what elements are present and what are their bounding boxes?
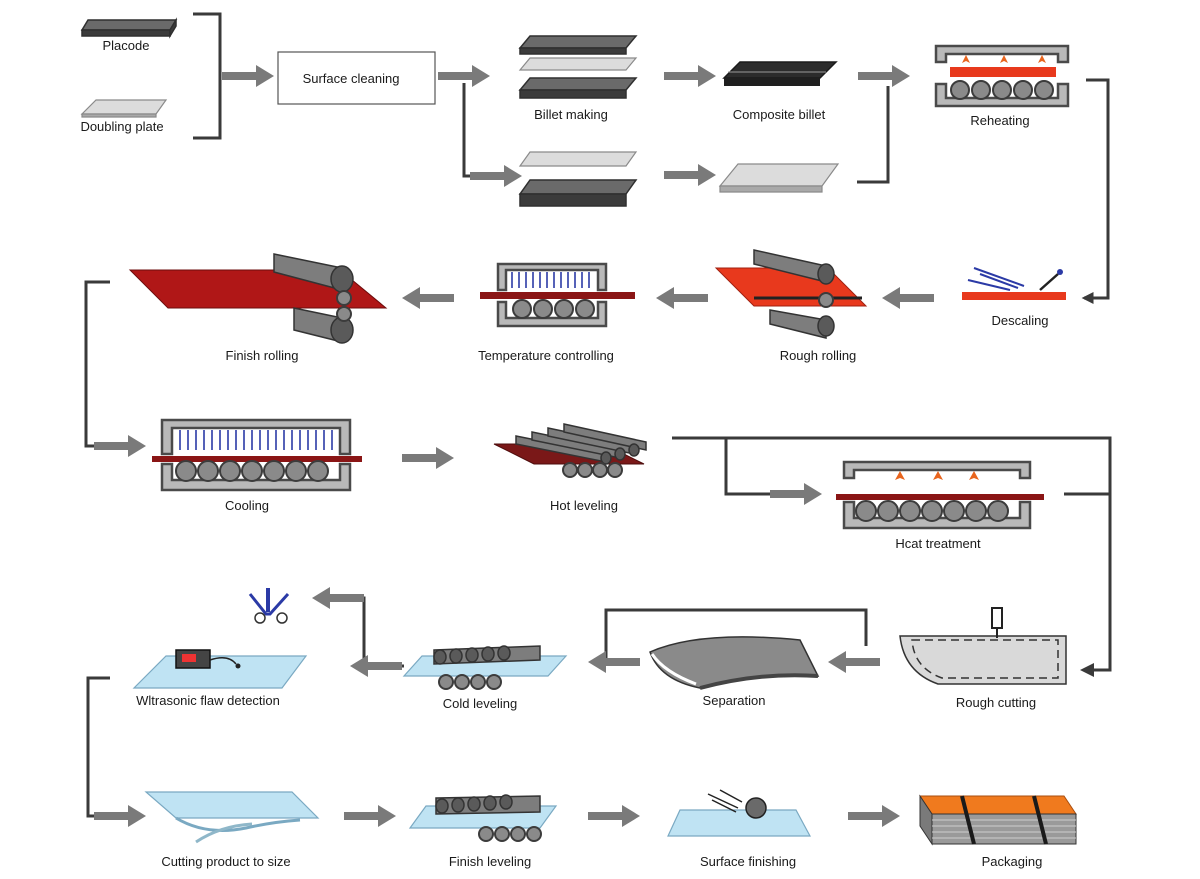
surface-finishing-icon [667,789,812,837]
arrow-to-cooling [94,435,146,457]
placode-icon [80,17,178,39]
connector-to-heat-treatment [724,438,770,496]
connector-hot-leveling-bypass [672,436,1112,672]
label-temperature-controlling: Temperature controlling [478,348,614,363]
rough-cutting-icon [899,607,1067,685]
merge-connector [857,86,890,184]
finish-leveling-icon [408,794,558,842]
temperature-controlling-icon [480,262,635,328]
label-finish-rolling: Finish rolling [226,348,299,363]
arrow-to-temp-control [656,287,708,309]
arrow-to-packaging [848,805,900,827]
label-placode: Placode [103,38,150,53]
arrow-to-finish-rolling [402,287,454,309]
label-separation: Separation [703,693,766,708]
cooling-icon [152,418,362,492]
composite-billet-icon [722,61,838,86]
label-descaling: Descaling [991,313,1048,328]
arrow-to-finish-leveling [344,805,396,827]
arrow-to-bending-tool [312,587,364,609]
packaging-icon [919,794,1077,846]
billet-making-icon [518,35,638,99]
descaling-icon [962,267,1066,300]
arrow-head-rough-cutting [1080,663,1094,677]
rough-rolling-icon [714,249,868,339]
label-surface-finishing: Surface finishing [700,854,796,869]
connector-finish-cooling [84,280,110,448]
arrow-to-surface-finishing [588,805,640,827]
arrow-to-cutting-size [94,805,146,827]
label-rough-cutting: Rough cutting [956,695,1036,710]
label-finish-leveling: Finish leveling [449,854,531,869]
arrow-to-composite [664,65,716,87]
bracket-inputs [193,12,222,140]
surface-cleaning-box [277,51,436,105]
heat-treatment-icon [836,460,1044,530]
arrow-to-cleaning [222,65,274,87]
arrow-to-reheating [858,65,910,87]
label-cooling: Cooling [225,498,269,513]
label-reheating: Reheating [970,113,1029,128]
clad-plate-icon [718,163,840,193]
arrow-to-separation [828,651,880,673]
finish-rolling-icon [128,253,388,344]
label-surface-cleaning: Surface cleaning [303,71,400,86]
ultrasonic-flaw-detection-icon [132,649,308,689]
hot-leveling-icon [493,423,647,478]
reheating-furnace-icon [934,44,1070,108]
arrow-to-hot-leveling [402,447,454,469]
arrow-to-heat-treatment [770,483,822,505]
arrow-to-rough-rolling [882,287,934,309]
arrow-to-ultrasonic [350,655,402,677]
label-packaging: Packaging [982,854,1043,869]
connector-ultrasonic-to-cutting [86,676,110,818]
label-ultrasonic-flaw-detection: Wltrasonic flaw detection [136,693,280,708]
label-billet-making: Billet making [534,107,608,122]
label-heat-treatment: Hcat treatment [895,536,981,551]
connector-reheating-descaling [1081,78,1110,304]
cold-leveling-icon [402,645,568,690]
separation-icon [649,636,820,690]
arrow-lower-branch [470,165,522,187]
label-cold-leveling: Cold leveling [443,696,517,711]
label-doubling-plate: Doubling plate [80,119,163,134]
label-hot-leveling: Hot leveling [550,498,618,513]
connector-separation-loop [604,608,868,662]
arrow-to-cold-leveling [588,651,640,673]
label-composite-billet: Composite billet [733,107,826,122]
doubling-plate-icon [80,99,168,118]
bending-tool-icon [248,588,290,624]
connector-cold-to-ultrasonic [346,596,404,668]
label-rough-rolling: Rough rolling [780,348,857,363]
cutting-to-size-icon [144,791,320,844]
label-cutting-to-size: Cutting product to size [161,854,290,869]
arrow-lower-to-plate [664,164,716,186]
branch-to-lower-billet [462,83,496,178]
lower-billet-icon [518,151,638,207]
